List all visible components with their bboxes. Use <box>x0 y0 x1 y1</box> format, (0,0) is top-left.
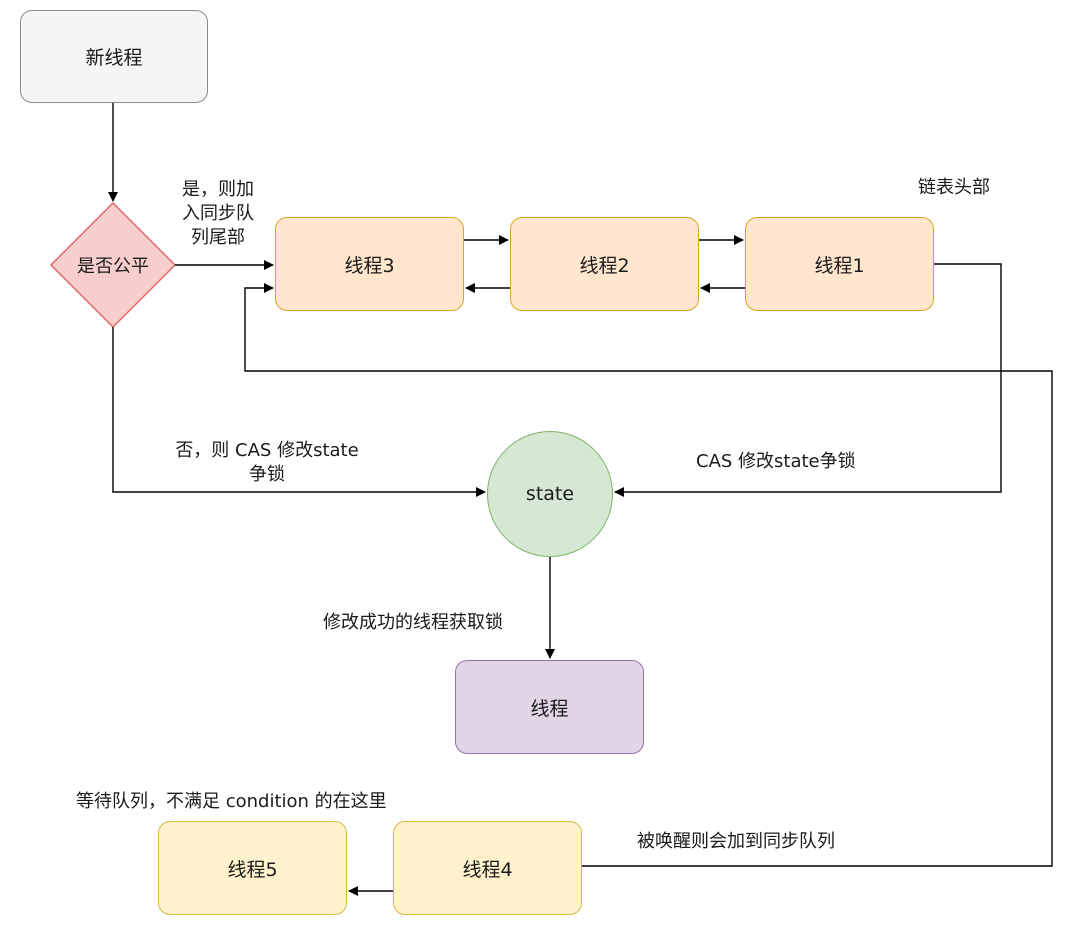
label-no: 否，则 CAS 修改state 争锁 <box>150 439 384 487</box>
label-no-line1: 否，则 CAS 修改state <box>175 440 359 461</box>
label-yes-line3: 列尾部 <box>191 227 245 248</box>
label-wakeup: 被唤醒则会加到同步队列 <box>637 831 835 852</box>
decision-label: 是否公平 <box>77 256 149 277</box>
label-no-line2: 争锁 <box>249 464 285 485</box>
node-state: state <box>487 431 613 557</box>
node-thread4: 线程4 <box>393 821 582 915</box>
label-list-head: 链表头部 <box>918 177 990 198</box>
node-state-label: state <box>525 483 575 505</box>
edge-wakeup-to-thread3 <box>244 283 1053 867</box>
label-yes-line2: 入同步队 <box>182 203 254 224</box>
label-yes-line1: 是，则加 <box>182 179 254 200</box>
node-lock-thread-label: 线程 <box>530 697 569 720</box>
edge-no-to-state <box>112 327 486 497</box>
node-thread3-label: 线程3 <box>344 254 395 277</box>
node-thread2-label: 线程2 <box>579 254 630 277</box>
node-thread4-label: 线程4 <box>462 858 513 881</box>
node-lock-thread: 线程 <box>455 660 644 754</box>
node-thread1: 线程1 <box>745 217 934 311</box>
node-thread5: 线程5 <box>158 821 347 915</box>
node-thread2: 线程2 <box>510 217 699 311</box>
edge-thread1-to-state <box>614 263 1002 497</box>
node-thread1-label: 线程1 <box>814 254 865 277</box>
label-yes: 是，则加 入同步队 列尾部 <box>168 178 268 250</box>
node-thread3: 线程3 <box>275 217 464 311</box>
label-wait-queue: 等待队列，不满足 condition 的在这里 <box>76 791 387 812</box>
label-cas-right: CAS 修改state争锁 <box>696 451 856 472</box>
node-new-thread: 新线程 <box>20 10 208 103</box>
label-success: 修改成功的线程获取锁 <box>323 612 503 633</box>
node-thread5-label: 线程5 <box>227 858 278 881</box>
node-new-thread-label: 新线程 <box>85 47 143 69</box>
